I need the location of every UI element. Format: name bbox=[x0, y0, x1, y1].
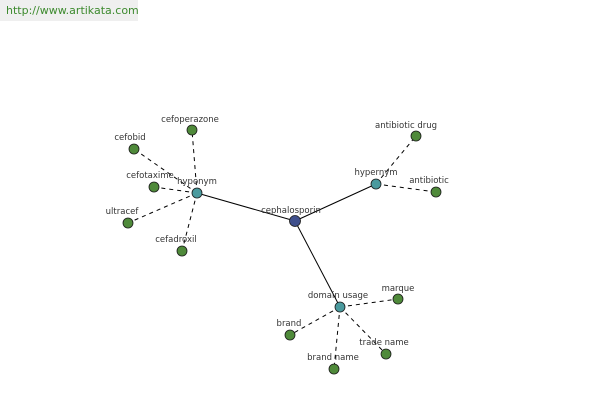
edge-cephalosporin-domain bbox=[294, 220, 341, 308]
node-label-cefoperazone: cefoperazone bbox=[161, 115, 219, 125]
node-marque[interactable] bbox=[392, 293, 404, 305]
node-label-brand-name: brand name bbox=[307, 353, 359, 363]
edge-hyponym-cefobid bbox=[133, 148, 198, 194]
node-cephalosporin[interactable] bbox=[289, 215, 301, 227]
node-label-trade-name: trade name bbox=[359, 338, 408, 348]
edge-domain-trade-name bbox=[339, 306, 387, 355]
labels-layer: cephalosporin hyponym hypernym domain usage… bbox=[106, 115, 449, 363]
node-label-marque: marque bbox=[382, 284, 415, 294]
node-label-ultracef: ultracef bbox=[106, 207, 140, 217]
node-antibiotic[interactable] bbox=[430, 186, 442, 198]
node-hyponym[interactable] bbox=[191, 187, 203, 199]
node-label-cefobid: cefobid bbox=[114, 133, 145, 143]
edge-hyponym-ultracef bbox=[127, 192, 198, 224]
edge-domain-brand-name bbox=[333, 306, 341, 370]
url-banner: http://www.artikata.com bbox=[0, 0, 139, 21]
edge-domain-brand bbox=[289, 306, 341, 336]
node-cefadroxil[interactable] bbox=[176, 245, 188, 257]
node-domain[interactable] bbox=[334, 301, 346, 313]
edge-hypernym-antibiotic-drug bbox=[375, 135, 417, 185]
node-label-cephalosporin: cephalosporin bbox=[261, 206, 321, 216]
site-url-link[interactable]: http://www.artikata.com bbox=[6, 4, 139, 17]
edge-hypernym-antibiotic bbox=[375, 183, 437, 193]
node-label-brand: brand bbox=[277, 319, 302, 329]
node-cefotaxime[interactable] bbox=[148, 181, 160, 193]
node-label-cefotaxime: cefotaxime bbox=[126, 171, 174, 181]
node-label-antibiotic: antibiotic bbox=[409, 176, 449, 186]
node-label-cefadroxil: cefadroxil bbox=[155, 235, 197, 245]
edge-hyponym-cefoperazone bbox=[191, 129, 198, 194]
node-antibiotic-drug[interactable] bbox=[410, 130, 422, 142]
node-brand-name[interactable] bbox=[328, 363, 340, 375]
node-trade-name[interactable] bbox=[380, 348, 392, 360]
edge-cephalosporin-hyponym bbox=[196, 192, 296, 222]
node-cefobid[interactable] bbox=[128, 143, 140, 155]
node-label-hypernym: hypernym bbox=[354, 168, 397, 178]
node-label-domain: domain usage bbox=[308, 291, 368, 301]
node-label-hyponym: hyponym bbox=[177, 177, 217, 187]
node-cefoperazone[interactable] bbox=[186, 124, 198, 136]
edge-cephalosporin-hypernym bbox=[294, 183, 377, 222]
edge-hyponym-cefadroxil bbox=[181, 192, 198, 252]
node-hypernym[interactable] bbox=[370, 178, 382, 190]
node-brand[interactable] bbox=[284, 329, 296, 341]
edge-domain-marque bbox=[339, 298, 399, 308]
nodes-layer bbox=[122, 124, 442, 375]
edges-layer bbox=[127, 129, 437, 370]
node-ultracef[interactable] bbox=[122, 217, 134, 229]
node-label-antibiotic-drug: antibiotic drug bbox=[375, 121, 437, 131]
